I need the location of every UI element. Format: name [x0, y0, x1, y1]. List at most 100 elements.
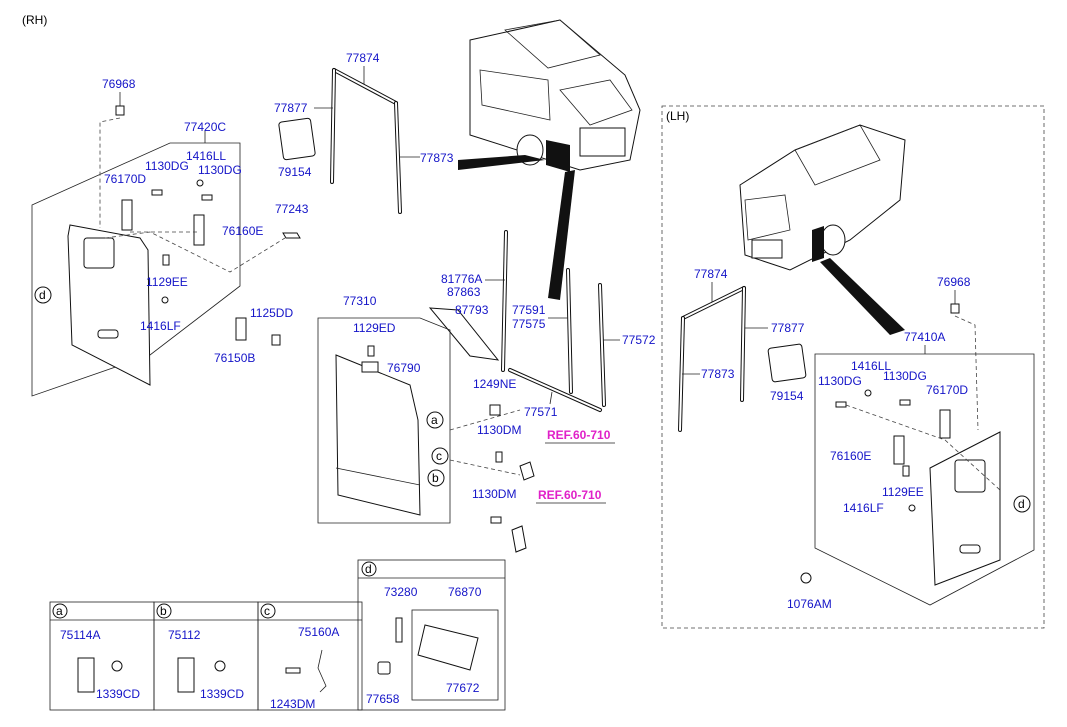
rh-bolt-1125DD	[271, 334, 281, 346]
rh-hinge-76150B	[235, 317, 247, 341]
rh-part-76160E[interactable]: 76160E	[222, 224, 263, 238]
detail-b-part-75112[interactable]: 75112	[168, 628, 201, 642]
rh-part-79154[interactable]: 79154	[278, 165, 312, 179]
lh-seal-79154	[767, 343, 807, 383]
detail-d-part-73280[interactable]: 73280	[384, 585, 418, 599]
lh-callout-d-label: d	[1018, 497, 1025, 511]
lh-part-1130DG-b[interactable]: 1130DG	[883, 369, 927, 383]
lh-part-1130DG-a[interactable]: 1130DG	[818, 374, 862, 388]
detail-b-nut	[214, 660, 226, 672]
rh-plug-76968	[115, 105, 125, 116]
lh-part-77874[interactable]: 77874	[694, 267, 728, 281]
lh-part-77877[interactable]: 77877	[771, 321, 805, 335]
rh-part-76790[interactable]: 76790	[387, 361, 421, 375]
rh-part-1129EE[interactable]: 1129EE	[146, 275, 188, 289]
rh-part-87863[interactable]: 87863	[447, 285, 481, 299]
rh-part-77591[interactable]: 77591	[512, 303, 546, 317]
lh-plug-76968	[950, 303, 960, 314]
rh-bolt-1129ED	[367, 345, 375, 357]
detail-a-part-75114A[interactable]: 75114A	[60, 628, 100, 642]
detail-b-part-1339CD[interactable]: 1339CD	[200, 687, 244, 701]
detail-d-panel	[417, 624, 479, 671]
lh-hinge-76160E	[893, 435, 905, 465]
rh-part-77243[interactable]: 77243	[275, 202, 309, 216]
rh-part-76968[interactable]: 76968	[102, 77, 136, 91]
rh-hinge-76170D	[121, 199, 133, 231]
lh-part-1129EE[interactable]: 1129EE	[882, 485, 924, 499]
rh-part-1416LL[interactable]: 1416LL	[186, 149, 226, 163]
lh-part-1416LL[interactable]: 1416LL	[851, 359, 891, 373]
detail-c-bolt	[285, 667, 301, 674]
lh-part-76170D[interactable]: 76170D	[926, 383, 968, 397]
detail-d-grommet	[377, 661, 391, 675]
rh-part-77571[interactable]: 77571	[524, 405, 558, 419]
detail-d-part-77658[interactable]: 77658	[366, 692, 400, 706]
rh-part-1130DG-a[interactable]: 1130DG	[145, 159, 189, 173]
detail-box-b-label: b	[160, 604, 167, 618]
rh-part-77572[interactable]: 77572	[622, 333, 656, 347]
rh-part-1130DG-b[interactable]: 1130DG	[198, 163, 242, 177]
rh-door-callout-c	[431, 447, 449, 465]
rh-door-callout-b-label: b	[432, 471, 439, 485]
lh-part-76968[interactable]: 76968	[937, 275, 971, 289]
rh-part-77877[interactable]: 77877	[274, 101, 308, 115]
lh-bolt-1129EE	[902, 465, 910, 477]
rh-part-77575[interactable]: 77575	[512, 317, 546, 331]
detail-a-hinge	[77, 657, 95, 693]
detail-d-part-77672[interactable]: 77672	[446, 681, 480, 695]
lh-section-frame	[661, 105, 1045, 629]
detail-c-part-1243DM[interactable]: 1243DM	[270, 697, 315, 711]
lh-part-77410A[interactable]: 77410A	[904, 330, 945, 344]
lh-part-77873[interactable]: 77873	[701, 367, 735, 381]
detail-box-a-label: a	[56, 604, 63, 618]
lh-plug-1416LF	[908, 504, 916, 512]
detail-a-part-1339CD[interactable]: 1339CD	[96, 687, 140, 701]
lh-part-1076AM[interactable]: 1076AM	[787, 597, 832, 611]
rh-part-1125DD[interactable]: 1125DD	[250, 306, 293, 320]
lh-grommet-1076AM	[800, 572, 812, 584]
rh-bolt-1249NE	[489, 404, 501, 416]
rh-part-77310[interactable]: 77310	[343, 294, 377, 308]
rh-bracket-ref-a	[519, 461, 535, 481]
rh-clip-77243	[282, 232, 301, 239]
rh-part-1249NE[interactable]: 1249NE	[473, 377, 516, 391]
rh-part-76170D[interactable]: 76170D	[104, 172, 146, 186]
rh-part-77873[interactable]: 77873	[420, 151, 454, 165]
rh-part-77874[interactable]: 77874	[346, 51, 380, 65]
rh-door-callout-b	[427, 469, 445, 487]
lh-door-group-outline	[814, 353, 1035, 606]
rh-door-callout-a-label: a	[431, 413, 438, 427]
rh-ref-60-710-a[interactable]: REF.60-710	[547, 428, 611, 442]
detail-box-b: b 75112 1339CD	[153, 601, 259, 711]
rh-bus-illustration	[469, 19, 641, 172]
rh-part-76150B[interactable]: 76150B	[214, 351, 255, 365]
rh-bolt-1130DM-b	[490, 516, 502, 524]
rh-door-callout-c-label: c	[436, 449, 442, 463]
rh-part-1416LF[interactable]: 1416LF	[140, 319, 181, 333]
lh-bolt-1130DG-a	[835, 401, 847, 408]
rh-callout-d-label: d	[39, 288, 46, 302]
rh-part-81776A[interactable]: 81776A	[441, 272, 482, 286]
rh-part-1130DM-a[interactable]: 1130DM	[477, 423, 521, 437]
lh-door-panel	[929, 431, 1001, 586]
rh-window-87793	[428, 307, 500, 361]
detail-d-part-76870[interactable]: 76870	[448, 585, 482, 599]
rh-part-1130DM-b[interactable]: 1130DM	[472, 487, 516, 501]
lh-plug-1416LL	[864, 389, 872, 397]
lh-door-handle	[959, 544, 981, 554]
rh-part-87793[interactable]: 87793	[455, 303, 489, 317]
detail-box-d-label: d	[365, 562, 372, 576]
rh-ref-60-710-b[interactable]: REF.60-710	[538, 488, 602, 502]
lh-part-76160E[interactable]: 76160E	[830, 449, 871, 463]
lh-part-79154[interactable]: 79154	[770, 389, 804, 403]
rh-door-77310-group	[317, 317, 451, 524]
rh-part-1129ED[interactable]: 1129ED	[353, 321, 396, 335]
detail-c-part-75160A[interactable]: 75160A	[298, 625, 339, 639]
rh-door-window	[83, 237, 115, 269]
lh-side-label: (LH)	[666, 109, 689, 123]
rh-plug-1416LF	[161, 296, 169, 304]
rh-part-77420C[interactable]: 77420C	[184, 120, 226, 134]
detail-box-a: a 75114A 1339CD	[49, 601, 155, 711]
lh-part-1416LF[interactable]: 1416LF	[843, 501, 884, 515]
lh-bus-illustration	[739, 124, 906, 271]
